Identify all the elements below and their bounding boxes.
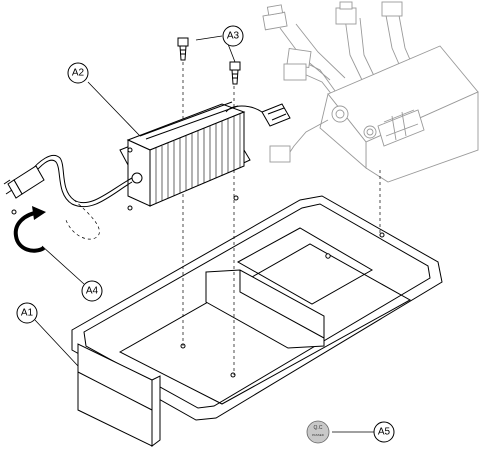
callout-a2-text: A2 (72, 68, 85, 79)
battery-charger (3, 101, 291, 240)
heat-sink-fins (155, 114, 241, 204)
mounting-screws (177, 37, 241, 85)
callout-a5: A5 (373, 421, 395, 443)
callout-a4: A4 (81, 280, 103, 302)
callout-a2: A2 (67, 62, 89, 84)
callout-a4-text: A4 (86, 286, 99, 297)
callout-a5-text: A5 (378, 427, 391, 438)
screw-left (177, 37, 189, 61)
callout-a1: A1 (16, 302, 38, 324)
rotation-arrow (13, 206, 46, 253)
ghosted-electronics-module (262, 1, 479, 183)
callout-a3-text: A3 (227, 31, 240, 42)
qc-sticker-line1: Q.C (314, 425, 323, 431)
callout-a1-text: A1 (21, 308, 34, 319)
callout-a3: A3 (222, 25, 244, 47)
qc-passed-sticker: Q.C PASSED (306, 420, 330, 444)
battery-tray (71, 195, 443, 447)
leader-lines (34, 35, 374, 433)
screw-right (229, 61, 241, 85)
qc-sticker-line2: PASSED (312, 433, 325, 437)
